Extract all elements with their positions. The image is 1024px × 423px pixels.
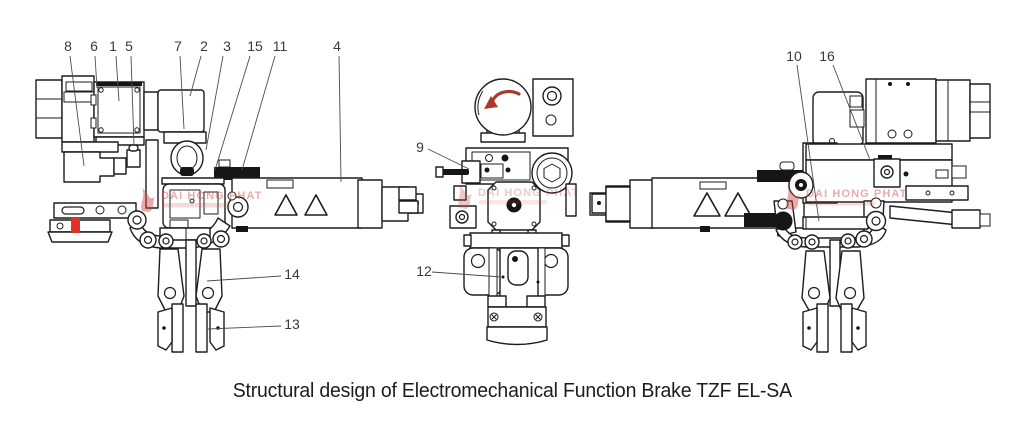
clamp-arms-right bbox=[744, 197, 887, 250]
watermark-text: DAI HONG PHAT bbox=[478, 187, 579, 199]
callout-14: 14 bbox=[284, 266, 300, 282]
watermark-tagline bbox=[479, 200, 547, 205]
release-lever bbox=[439, 169, 469, 175]
watermark-logo-icon bbox=[786, 186, 800, 210]
loose-part-left bbox=[398, 186, 419, 214]
bell-circle bbox=[474, 78, 532, 143]
callout-13: 13 bbox=[284, 316, 300, 332]
lower-housing bbox=[61, 139, 159, 209]
watermark: DAI HONG PHAT bbox=[141, 188, 262, 212]
front-view bbox=[398, 78, 646, 346]
triangle-mark bbox=[693, 192, 721, 217]
secondary-block bbox=[143, 89, 207, 144]
rail-strip bbox=[214, 159, 260, 180]
gearbox-block bbox=[90, 81, 145, 146]
callout-2: 2 bbox=[200, 38, 208, 54]
watermark-tagline bbox=[807, 201, 875, 206]
left-side-view bbox=[35, 75, 424, 353]
watermark-logo-icon bbox=[458, 185, 472, 209]
triangle-mark bbox=[724, 192, 752, 217]
callout-11: 11 bbox=[273, 38, 288, 54]
brake-barrel bbox=[231, 177, 424, 232]
right-side-view bbox=[591, 78, 991, 353]
figure-caption-text: Structural design of Electromechanical F… bbox=[232, 379, 792, 402]
lower-carriage bbox=[463, 229, 570, 346]
watermark: DAI HONG PHAT bbox=[786, 186, 907, 210]
tong-legs-right bbox=[801, 239, 867, 353]
motor-assembly-right bbox=[812, 78, 991, 147]
triangle-mark bbox=[274, 194, 298, 216]
gear-band-right bbox=[788, 142, 991, 229]
callout-12: 12 bbox=[416, 263, 432, 279]
center-hub bbox=[449, 181, 577, 231]
red-marker bbox=[71, 217, 80, 233]
callout-8: 8 bbox=[64, 38, 72, 54]
callout-15: 15 bbox=[247, 38, 263, 54]
clamp-body bbox=[161, 177, 226, 229]
callout-9: 9 bbox=[416, 139, 424, 155]
motor-assembly bbox=[35, 75, 95, 143]
callout-3: 3 bbox=[223, 38, 231, 54]
callout-7: 7 bbox=[174, 38, 182, 54]
bell-housing bbox=[170, 140, 204, 176]
watermark: DAI HONG PHAT bbox=[458, 185, 579, 209]
callout-16: 16 bbox=[819, 48, 835, 64]
side-bracket bbox=[532, 78, 574, 137]
leader-lines bbox=[69, 55, 871, 330]
rotation-arrow-head-icon bbox=[484, 96, 498, 109]
watermark-text: DAI HONG PHAT bbox=[161, 190, 262, 202]
watermark-text: DAI HONG PHAT bbox=[806, 188, 907, 200]
callout-6: 6 bbox=[90, 38, 98, 54]
callout-10: 10 bbox=[786, 48, 802, 64]
callout-1: 1 bbox=[109, 38, 117, 54]
tong-legs bbox=[157, 239, 225, 353]
callout-4: 4 bbox=[333, 38, 341, 54]
figure-caption: Structural design of Electromechanical F… bbox=[0, 379, 1024, 403]
callout-5: 5 bbox=[125, 38, 133, 54]
clamp-arms bbox=[127, 191, 249, 249]
watermark-tagline bbox=[162, 203, 230, 208]
callout-labels: 8 6 1 5 7 2 3 15 11 4 9 12 10 16 14 13 bbox=[64, 38, 835, 332]
watermark-logo-icon bbox=[141, 188, 155, 212]
valve-block bbox=[435, 147, 573, 194]
left-support-bars bbox=[47, 202, 137, 243]
triangle-mark bbox=[304, 194, 328, 216]
